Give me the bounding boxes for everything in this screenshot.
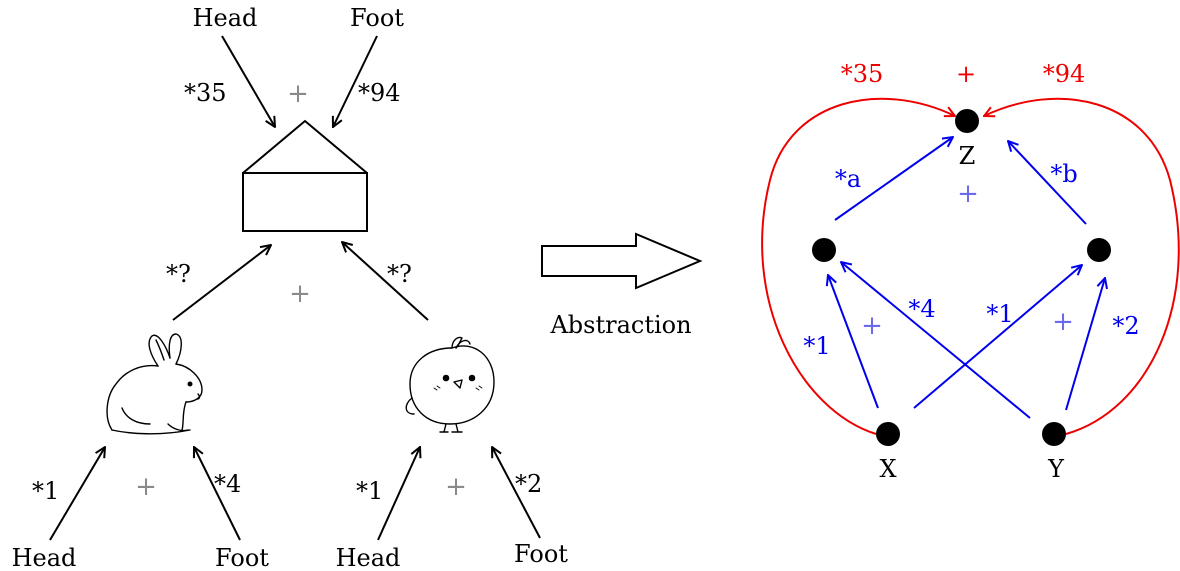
- chick-head-arrow: [377, 447, 420, 541]
- chick-weight: *?: [387, 260, 412, 288]
- top-blue-plus: +: [957, 179, 979, 209]
- house-icon: [242, 119, 368, 232]
- red-weight-right: *94: [1043, 60, 1086, 88]
- red-plus: +: [956, 60, 976, 88]
- node-y: [1042, 422, 1066, 446]
- chick-icon: [405, 336, 495, 433]
- weight-b: *b: [1050, 160, 1077, 188]
- weight-a: *a: [835, 165, 861, 193]
- node-y-label: Y: [1047, 455, 1065, 483]
- top-plus: +: [287, 79, 309, 109]
- weight-x-left: *1: [803, 332, 830, 360]
- rabbit-foot-arrow: [194, 447, 241, 541]
- top-head-weight: *35: [184, 79, 227, 107]
- top-head-arrow: [221, 35, 275, 127]
- top-foot-label: Foot: [350, 4, 404, 32]
- node-z-label: Z: [959, 142, 976, 170]
- edge-left-to-z: [834, 137, 953, 221]
- chick-to-house-arrow: [342, 242, 429, 321]
- abstraction-arrow-icon: [541, 232, 703, 290]
- red-edge-x-to-z: [761, 97, 955, 435]
- top-head-label: Head: [193, 4, 258, 32]
- weight-y-left: *4: [908, 295, 935, 323]
- red-edge-y-to-z: [984, 97, 1180, 435]
- rabbit-head-label: Head: [12, 544, 77, 571]
- top-foot-arrow: [333, 35, 378, 127]
- edge-x-to-left: [828, 275, 879, 409]
- rabbit-icon: [106, 333, 203, 435]
- node-hidden-left: [812, 238, 836, 262]
- rabbit-head-arrow: [49, 447, 105, 541]
- top-foot-weight: *94: [358, 79, 401, 107]
- chick-foot-weight: *2: [515, 470, 542, 498]
- chick-plus: +: [445, 472, 467, 502]
- rabbit-plus: +: [135, 472, 157, 502]
- rabbit-to-house-arrow: [172, 245, 271, 321]
- edge-y-to-right: [1065, 278, 1105, 411]
- rabbit-weight: *?: [166, 260, 191, 288]
- chick-foot-arrow: [492, 447, 541, 539]
- chick-head-weight: *1: [356, 477, 383, 505]
- chick-head-label: Head: [336, 544, 401, 571]
- bottom-plus-left: +: [861, 311, 883, 341]
- edge-right-to-z: [1008, 141, 1087, 225]
- edge-x-to-right: [913, 265, 1082, 409]
- edge-y-to-left: [841, 262, 1031, 419]
- node-z: [955, 109, 979, 133]
- weight-y-right: *2: [1112, 312, 1139, 340]
- abstraction-caption: Abstraction: [549, 311, 691, 339]
- rabbit-head-weight: *1: [32, 477, 59, 505]
- rabbit-foot-label: Foot: [215, 544, 269, 571]
- node-x-label: X: [879, 455, 896, 483]
- node-hidden-right: [1087, 238, 1111, 262]
- weight-x-right: *1: [986, 300, 1013, 328]
- chick-foot-label: Foot: [514, 540, 568, 568]
- middle-plus: +: [289, 279, 311, 309]
- rabbit-foot-weight: *4: [214, 470, 241, 498]
- node-x: [876, 422, 900, 446]
- bottom-plus-right: +: [1052, 307, 1074, 337]
- red-weight-left: *35: [841, 60, 884, 88]
